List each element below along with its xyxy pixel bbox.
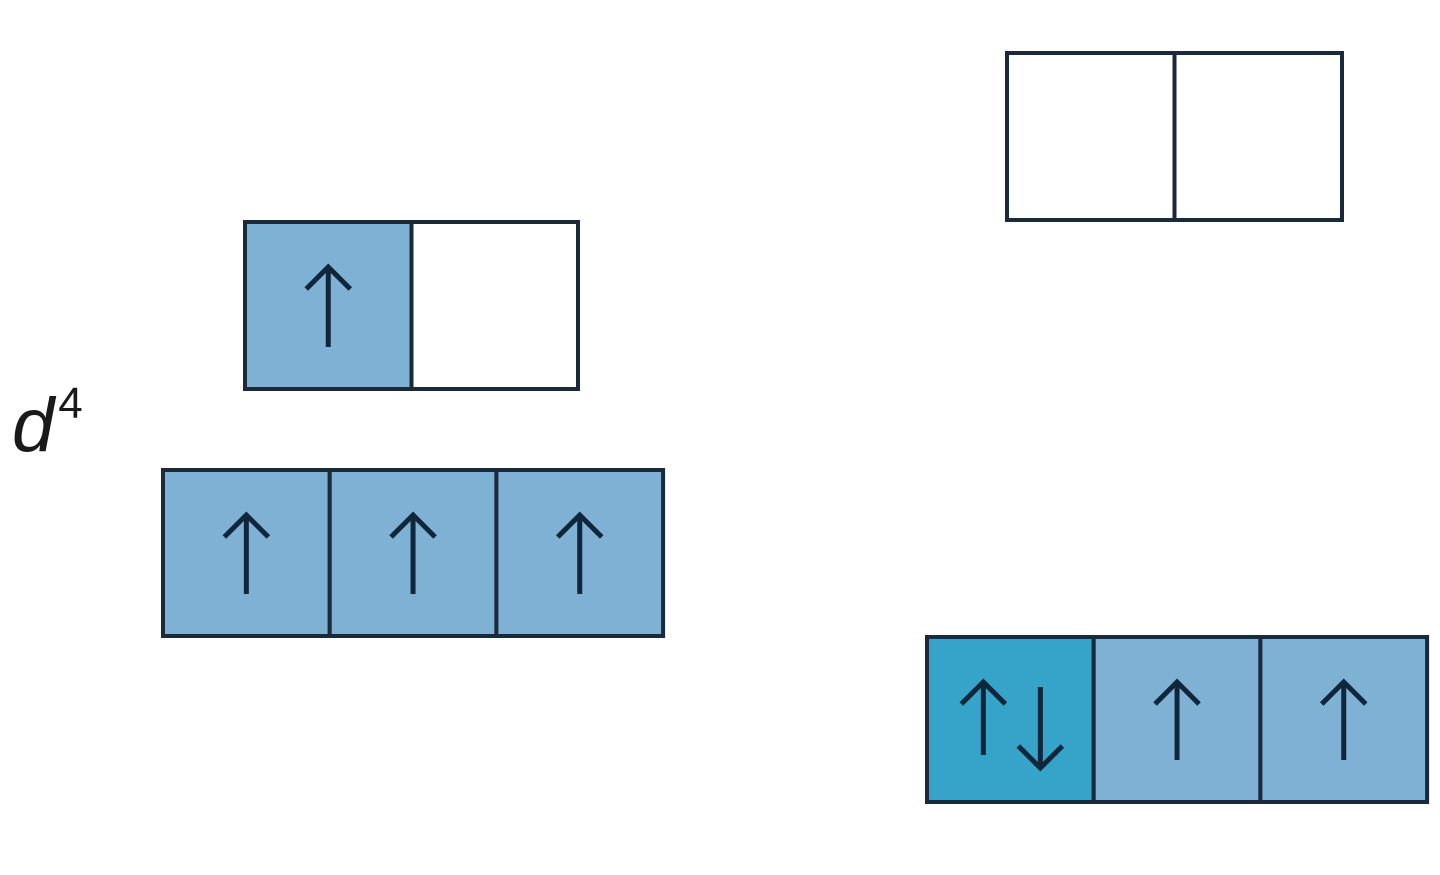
spin-up-arrow-icon [304, 263, 353, 347]
arrow-head [1153, 678, 1201, 706]
arrow-head [1319, 678, 1368, 706]
arrow-head [389, 511, 437, 539]
spin-up-arrow-icon [1319, 678, 1368, 760]
orbital-box [1091, 635, 1263, 804]
orbital-box [161, 468, 332, 638]
d4-label: d4 [12, 382, 83, 464]
orbital-box [409, 220, 580, 391]
arrow-head [222, 511, 271, 539]
orbital-box [1258, 635, 1430, 804]
label-base: d [12, 383, 55, 468]
orbital-box [1172, 51, 1344, 222]
orbital-box [925, 635, 1096, 804]
orbital-group-left-lower [161, 468, 666, 638]
spin-up-arrow-icon [1153, 678, 1201, 760]
orbital-box [243, 220, 414, 391]
orbital-box-rect [1005, 51, 1177, 222]
orbital-box [494, 468, 666, 638]
label-superscript: 4 [58, 379, 83, 428]
spin-up-arrow-icon [389, 511, 437, 594]
orbital-box-rect [409, 220, 580, 391]
arrow-head [1016, 744, 1065, 772]
spin-up-arrow-icon [555, 511, 604, 594]
orbital-box-rect [925, 635, 1096, 804]
spin-down-arrow-icon [1016, 687, 1065, 772]
orbital-group-right-lower [925, 635, 1430, 804]
orbital-group-right-upper [1005, 51, 1344, 222]
orbital-group-left-upper [243, 220, 580, 391]
orbital-box-rect [243, 220, 414, 391]
orbital-box [327, 468, 499, 638]
spin-up-arrow-icon [222, 511, 271, 594]
orbital-box [1005, 51, 1177, 222]
arrow-head [555, 511, 604, 539]
arrow-head [304, 263, 353, 291]
spin-up-arrow-icon [959, 678, 1008, 755]
orbital-box-rect [1172, 51, 1344, 222]
arrow-head [959, 678, 1008, 706]
